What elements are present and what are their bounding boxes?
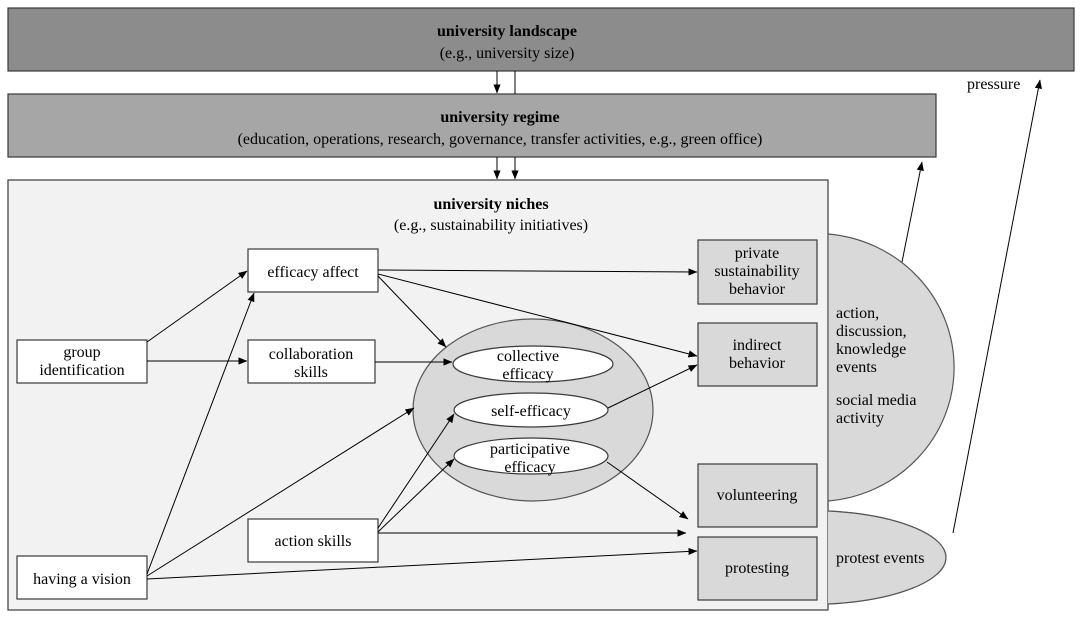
volunteering-label: volunteering — [717, 487, 798, 504]
pressure-text: pressure — [967, 76, 1020, 93]
collaboration-skills-line2: skills — [294, 364, 328, 381]
arrow-vision-to-protesting — [146, 547, 698, 580]
arrow-action-to-self — [377, 413, 455, 529]
landscape-subtitle: (e.g., university size) — [440, 45, 575, 62]
side-action-text: action, — [836, 305, 879, 322]
self-efficacy-ellipse — [453, 392, 609, 428]
private-behavior-line2: sustainability — [714, 263, 799, 280]
niches-subtitle: (e.g., sustainability initiatives) — [394, 217, 588, 234]
arrow-action-to-participative — [377, 458, 455, 533]
arrow-participative-to-volunteering — [606, 461, 689, 520]
arrow-group-to-efficacy-affect — [146, 270, 248, 343]
participative-efficacy-line1: participative — [490, 441, 570, 458]
private-behavior-line1: private — [735, 245, 779, 262]
protest-side-ellipse-outline — [827, 510, 947, 605]
action-skills-label: action skills — [275, 533, 352, 550]
upper-side-ellipse — [827, 233, 955, 502]
arrow-affect-to-collective — [377, 275, 447, 348]
regime-title: university regime — [440, 109, 559, 126]
protesting-box — [697, 536, 818, 601]
regime-subtitle: (education, operations, research, govern… — [238, 131, 763, 148]
arrow-vision-to-efficacy-affect — [146, 292, 255, 575]
protesting-label: protesting — [725, 560, 789, 577]
landscape-box — [7, 7, 1075, 72]
regime-box — [7, 93, 937, 158]
private-behavior-box — [697, 239, 818, 305]
self-efficacy-label: self-efficacy — [491, 403, 571, 420]
having-a-vision-label: having a vision — [33, 571, 131, 588]
protest-events-text: protest events — [836, 550, 924, 567]
landscape-title: university landscape — [437, 23, 577, 40]
participative-efficacy-line2: efficacy — [504, 459, 555, 476]
collective-efficacy-line2: efficacy — [502, 366, 553, 383]
arrow-vision-to-self-efficacy — [146, 407, 415, 577]
arrow-protest-to-landscape — [952, 79, 1042, 534]
arrow-affect-to-private — [377, 268, 698, 276]
efficacy-affect-label: efficacy affect — [267, 264, 359, 281]
indirect-behavior-line2: behavior — [729, 355, 786, 372]
group-identification-line2: identification — [39, 362, 124, 379]
side-knowledge-text: knowledge — [836, 341, 906, 358]
volunteering-box — [697, 463, 818, 528]
action-skills-box — [247, 518, 379, 563]
private-behavior-line3: behavior — [729, 281, 786, 298]
group-identification-line1: group — [63, 344, 100, 361]
collective-efficacy-ellipse — [452, 345, 614, 383]
collective-efficacy-line1: collective — [497, 348, 559, 365]
efficacy-affect-box — [247, 248, 379, 293]
side-discussion-text: discussion, — [836, 323, 907, 340]
arrow-side-to-regime — [901, 161, 924, 263]
indirect-behavior-box — [697, 322, 818, 387]
side-social-media-text: social media — [836, 392, 916, 409]
indirect-behavior-line1: indirect — [733, 337, 782, 354]
having-a-vision-box — [16, 555, 148, 600]
arrow-self-to-indirect — [607, 364, 698, 409]
arrow-affect-to-indirect — [377, 273, 698, 358]
niches-title: university niches — [433, 196, 548, 213]
side-events-text: events — [836, 359, 877, 376]
side-activity-text: activity — [836, 410, 884, 427]
participative-efficacy-ellipse — [453, 437, 609, 475]
collaboration-skills-line1: collaboration — [269, 346, 353, 363]
